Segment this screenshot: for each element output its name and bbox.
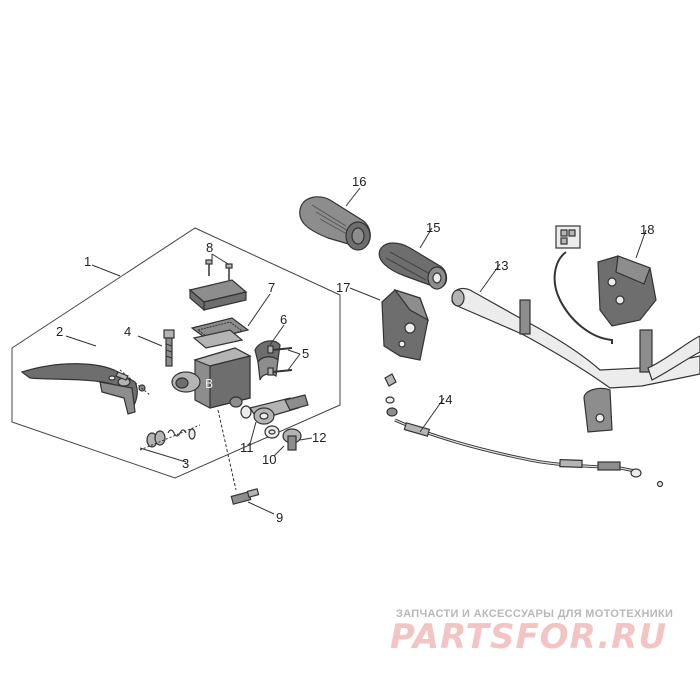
cap-screws bbox=[205, 259, 233, 280]
clamp-screws bbox=[267, 345, 293, 376]
banjo-fitting bbox=[240, 394, 309, 425]
master-cylinder-body: B bbox=[171, 347, 252, 409]
callout-7: 7 bbox=[268, 280, 275, 295]
callout-1: 1 bbox=[84, 254, 91, 269]
reservoir-cap bbox=[188, 279, 248, 312]
callout-17: 17 bbox=[336, 280, 350, 295]
callout-15: 15 bbox=[426, 220, 440, 235]
throttle-tube-15 bbox=[378, 242, 448, 290]
assembly-outline bbox=[11, 227, 341, 479]
watermark: ЗАПЧАСТИ И АКСЕССУАРЫ ДЛЯ МОТОТЕХНИКИ PA… bbox=[390, 608, 673, 657]
callout-9: 9 bbox=[276, 510, 283, 525]
callout-4: 4 bbox=[124, 324, 131, 339]
callout-18: 18 bbox=[640, 222, 654, 237]
lever-pivot-hardware bbox=[108, 369, 151, 396]
handlebar-grip-16 bbox=[299, 196, 371, 251]
callout-2: 2 bbox=[56, 324, 63, 339]
brake-light-switch bbox=[217, 409, 260, 505]
handlebar-13 bbox=[451, 287, 700, 433]
callout-3: 3 bbox=[182, 456, 189, 471]
banjo-bolt bbox=[282, 428, 302, 451]
pivot-bolt bbox=[163, 329, 175, 367]
throttle-cable-14 bbox=[384, 373, 664, 488]
crush-washers bbox=[264, 425, 280, 439]
svg-text:B: B bbox=[205, 377, 213, 391]
leader-lines bbox=[65, 187, 647, 515]
callout-numbers: 1 2 3 4 5 6 7 8 9 10 11 12 13 14 15 16 1… bbox=[56, 174, 654, 525]
switch-housing-18 bbox=[553, 225, 657, 344]
watermark-tagline: ЗАПЧАСТИ И АКСЕССУАРЫ ДЛЯ МОТОТЕХНИКИ bbox=[396, 608, 673, 620]
callout-10: 10 bbox=[262, 452, 276, 467]
throttle-housing-17 bbox=[381, 288, 430, 361]
callout-16: 16 bbox=[352, 174, 366, 189]
reservoir-plate bbox=[192, 329, 244, 349]
callout-6: 6 bbox=[280, 312, 287, 327]
callout-11: 11 bbox=[240, 440, 254, 455]
callout-8: 8 bbox=[206, 240, 213, 255]
brake-lever bbox=[20, 363, 138, 415]
callout-14: 14 bbox=[438, 392, 452, 407]
callout-13: 13 bbox=[494, 258, 508, 273]
watermark-logo: PARTSFOR.RU bbox=[390, 617, 667, 657]
callout-5: 5 bbox=[302, 346, 309, 361]
callout-12: 12 bbox=[312, 430, 326, 445]
piston-kit bbox=[139, 424, 201, 451]
